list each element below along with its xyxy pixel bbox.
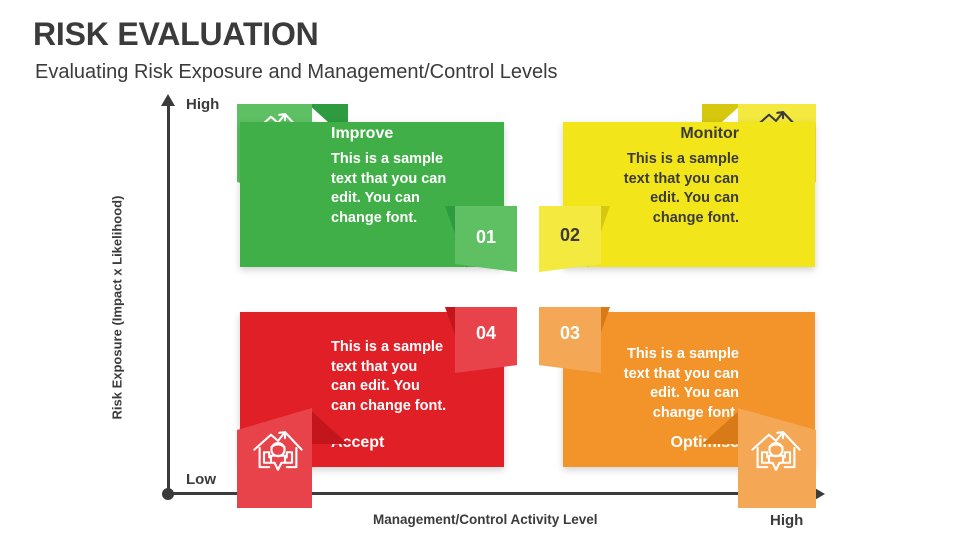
numtab-improve[interactable]: 01: [455, 206, 517, 272]
card-text-accept: This is a sample text that you can edit.…: [331, 339, 447, 414]
card-title-improve: Improve: [331, 125, 394, 142]
card-title-accept: Accept: [331, 434, 385, 451]
house-person-growth-icon: [748, 422, 804, 486]
x-axis-label: Management/Control Activity Level: [373, 512, 598, 527]
y-axis-tick-low: Low: [186, 471, 216, 488]
y-axis-line: [167, 104, 170, 494]
card-text-optimise: This is a sample text that you can edit.…: [623, 346, 739, 421]
x-axis-arrow-icon: [813, 487, 825, 501]
y-axis-label: Risk Exposure (Impact x Likelihood): [109, 195, 125, 420]
card-text-improve: This is a sample text that you can edit.…: [331, 151, 447, 226]
page-subtitle: Evaluating Risk Exposure and Management/…: [35, 61, 558, 83]
numtab-label-optimise: 03: [559, 323, 581, 343]
y-axis-arrow-icon: [161, 94, 175, 106]
numtab-label-monitor: 02: [559, 225, 581, 245]
numtab-label-accept: 04: [475, 323, 497, 343]
card-text-monitor: This is a sample text that you can edit.…: [623, 151, 739, 226]
axis-origin-dot: [162, 488, 174, 500]
card-body-monitor: [563, 122, 815, 267]
numtab-accept[interactable]: 04: [455, 307, 517, 373]
y-axis-tick-high: High: [186, 96, 220, 113]
numtab-label-improve: 01: [475, 227, 497, 247]
x-axis-tick-high: High: [770, 512, 804, 529]
house-person-growth-icon: [250, 422, 306, 486]
card-title-monitor: Monitor: [680, 125, 739, 142]
page-title: RISK EVALUATION: [33, 16, 319, 52]
numtab-monitor[interactable]: 02: [539, 206, 601, 272]
x-axis-line: [167, 492, 815, 495]
numtab-optimise[interactable]: 03: [539, 307, 601, 373]
